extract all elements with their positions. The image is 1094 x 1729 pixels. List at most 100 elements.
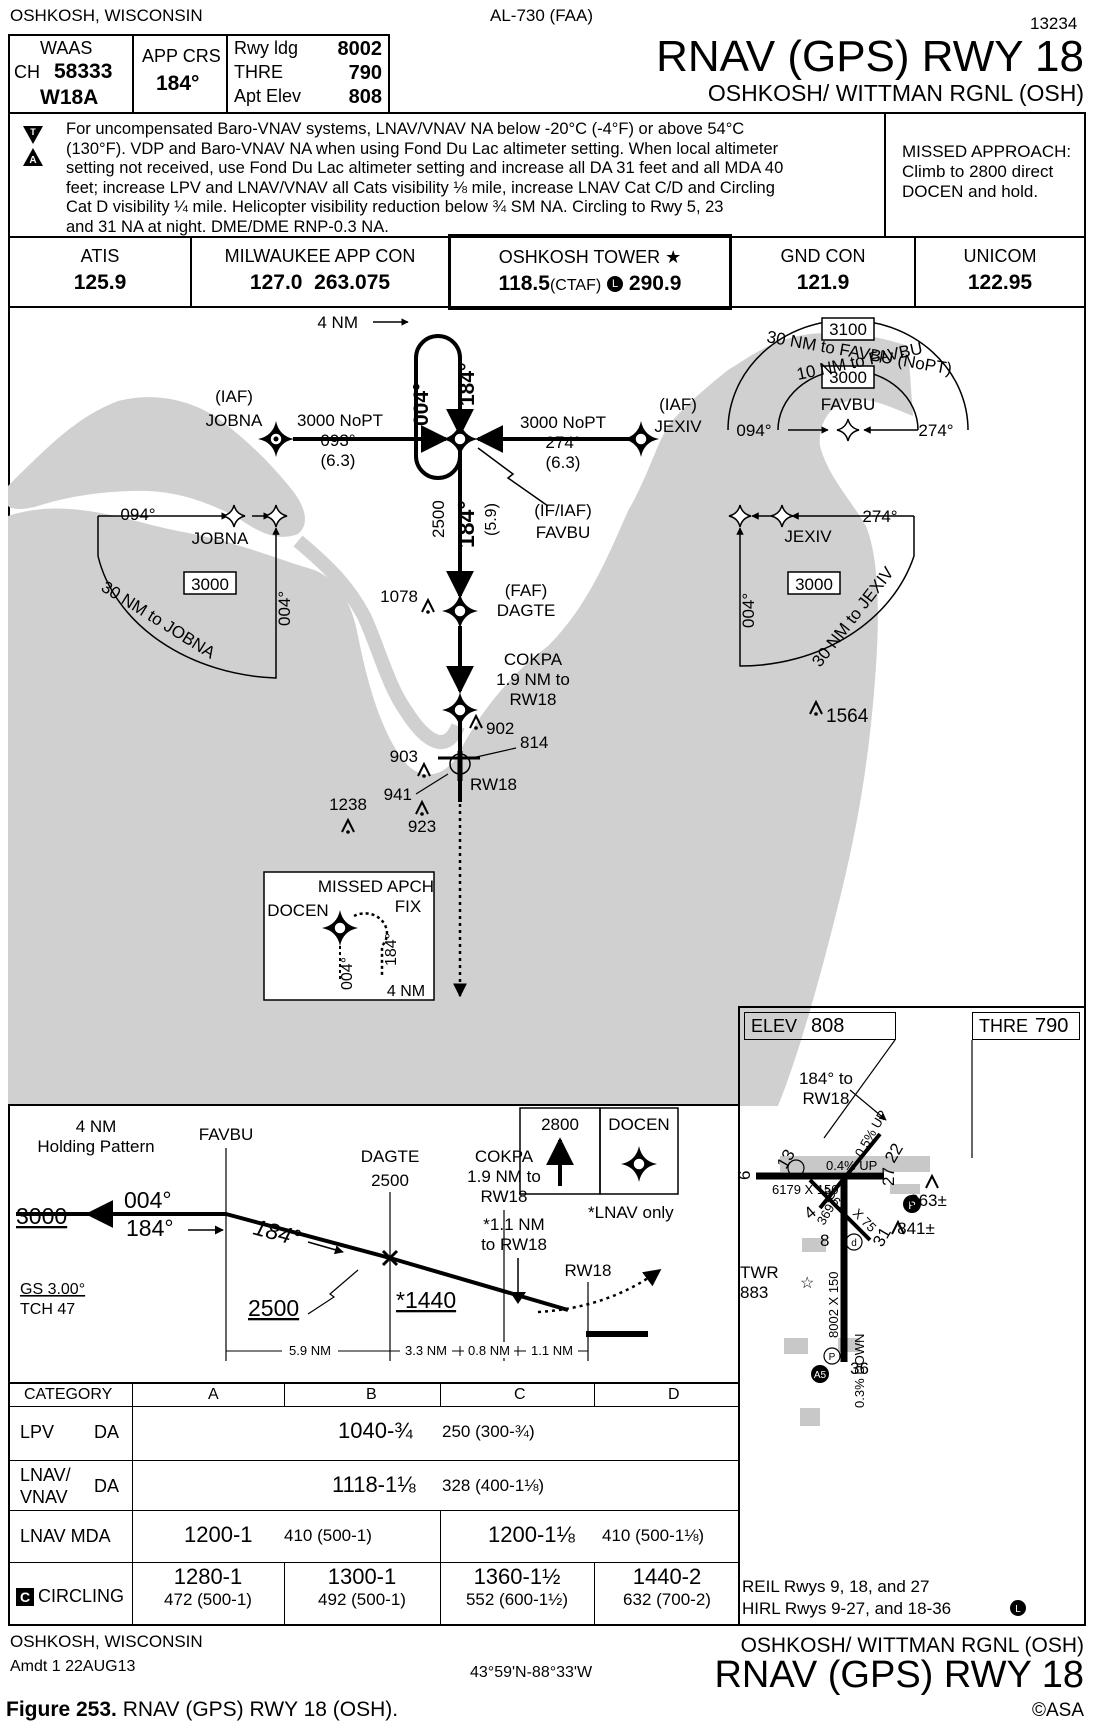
dist-33: 3.3 NM: [405, 1343, 447, 1358]
twr-elev: 883: [740, 1283, 768, 1302]
missed-docen: DOCEN: [267, 901, 328, 920]
ma-fix: DOCEN: [608, 1115, 669, 1134]
profile-alt-2500: 2500: [248, 1295, 299, 1321]
chart-number: 13234: [1030, 14, 1078, 33]
circling-hat: 492 (500-1): [318, 1590, 406, 1609]
profile-cokpa-1: COKPA: [475, 1147, 534, 1166]
cat-d: D: [668, 1386, 680, 1403]
cat-a: A: [208, 1386, 219, 1403]
cokpa-line1: COKPA: [504, 650, 563, 669]
rwy-8: 8: [820, 1231, 829, 1250]
missed-approach-divider: [884, 114, 886, 236]
obstacle-902: [469, 715, 483, 731]
taa-right-274: 274°: [862, 507, 897, 526]
taa-favbu-fix: FAVBU: [821, 395, 875, 414]
profile-crs-184-path: 184°: [251, 1214, 304, 1251]
notes-text: For uncompensated Baro-VNAV systems, LNA…: [66, 120, 896, 238]
taa-right-alt: 3000: [795, 575, 833, 594]
obs-902: 902: [486, 719, 514, 738]
hold-4nm: 4 NM: [317, 313, 358, 332]
svg-text:T: T: [30, 127, 36, 137]
dist-08: 0.8 NM: [468, 1343, 510, 1358]
footer-airport: OSHKOSH/ WITTMAN RGNL (OSH): [740, 1634, 1084, 1657]
cokpa-line2: 1.9 NM to: [496, 670, 570, 689]
missed-fix-line2: FIX: [395, 897, 421, 916]
circling-icon: C: [16, 1588, 34, 1606]
fix-favbu: [441, 420, 479, 458]
cat-b: B: [366, 1386, 377, 1403]
dagte-cross-icon: [381, 1249, 399, 1267]
profile-favbu: FAVBU: [199, 1125, 253, 1144]
note-line: For uncompensated Baro-VNAV systems, LNA…: [66, 120, 745, 138]
waas-id: W18A: [40, 86, 99, 109]
comm-freq: 118.5: [498, 272, 550, 295]
note-line: Cat D visibility ¼ mile. Helicopter visi…: [66, 198, 724, 217]
taa-right-004: 004°: [739, 593, 758, 628]
nopt-left: 3000 NoPT: [297, 411, 383, 430]
circling-value: 1300-1: [327, 1564, 397, 1589]
app-crs-box: APP CRS 184°: [132, 34, 228, 114]
taa-left-jobna: JOBNA: [192, 529, 249, 548]
comm-unicom: UNICOM 122.95: [916, 238, 1084, 306]
rwy-18-len: 8002 X 150: [826, 1271, 841, 1338]
missed-line: MISSED APPROACH:: [902, 142, 1072, 161]
comms-row: ATIS 125.9 MILWAUKEE APP CON 127.0 263.0…: [8, 234, 1086, 310]
cokpa-line3: RW18: [510, 690, 557, 709]
profile-lnav-only: *LNAV only: [588, 1203, 674, 1222]
river: [293, 535, 465, 749]
minimums-table: CATEGORY A B C D LPV DA 1040-¾ 250 (300-…: [8, 1382, 740, 1626]
jexiv-label: JEXIV: [654, 417, 702, 436]
dist-11: 1.1 NM: [531, 1343, 573, 1358]
dagte-label: DAGTE: [497, 601, 556, 620]
obs-923: 923: [408, 817, 436, 836]
rwy-27: 27: [879, 1167, 898, 1186]
circling-d: 1440-2 632 (700-2): [594, 1564, 740, 1610]
row-lnavvnav-type: DA: [94, 1476, 120, 1496]
page-title: RNAV (GPS) RWY 18: [656, 32, 1084, 81]
taa-left-alt: 3000: [191, 575, 229, 594]
note-line: setting not received, use Fond Du Lac al…: [66, 159, 784, 178]
apt-elev-value: 808: [348, 86, 382, 108]
taa-left: [97, 504, 288, 679]
jobna-label: JOBNA: [206, 411, 263, 430]
note-line: and 31 NA at night. DME/DME RNP-0.3 NA.: [66, 217, 389, 236]
apt-crs-1: 184° to: [799, 1069, 853, 1088]
profile-vdp-1: *1.1 NM: [483, 1215, 544, 1234]
comm-freq: 122.95: [967, 271, 1033, 294]
als-icon: [811, 1365, 829, 1383]
inset-4nm: 4 NM: [387, 983, 425, 1000]
final-crs-184: 184°: [453, 500, 479, 548]
obs-1238: 1238: [329, 795, 367, 814]
missed-approach-text: MISSED APPROACH: Climb to 2800 direct DO…: [902, 142, 1071, 202]
taa-favbu-3000: 3000: [829, 368, 867, 387]
taa-left-094: 094°: [120, 505, 155, 524]
taa-right-jexiv: JEXIV: [784, 527, 832, 546]
beacon-icon: [787, 1159, 805, 1177]
terminal-a-icon: T A: [23, 126, 43, 166]
airport-diagram: ELEV 808 THRE 790: [740, 1008, 1084, 1624]
obs-814: 814: [520, 733, 548, 752]
circling-value: 1440-2: [632, 1564, 702, 1589]
obstacle-1078: [421, 599, 435, 615]
thre-box: THRE 790: [972, 1012, 1080, 1040]
svg-text:A5: A5: [814, 1370, 827, 1381]
rwy-36: 36: [850, 1359, 869, 1378]
header-location: OSHKOSH, WISCONSIN: [10, 6, 203, 25]
profile-view: 4 NM Holding Pattern FAVBU DAGTE 2500 CO…: [16, 1107, 679, 1361]
profile-alt-3000: 3000: [16, 1203, 67, 1229]
circling-value: 1360-1½: [473, 1564, 561, 1589]
parking-icon-2: [823, 1347, 841, 1365]
row-lnavvnav-name: LNAV/ VNAV: [20, 1465, 71, 1507]
plan-view-procedure: 4 NM 184° 004° (IAF) JOBNA 3000 NoPT 093…: [97, 313, 969, 1001]
missed-fix-line1: MISSED APCH: [318, 877, 434, 896]
tower-freqs: 118.5(CTAF) L 290.9: [451, 272, 729, 296]
comm-freq: 125.9: [73, 271, 127, 294]
lights-2: HIRL Rwys 9-27, and 18-36: [742, 1599, 951, 1618]
dist-63-left: (6.3): [321, 451, 356, 470]
apt-up-04: 0.4% UP: [826, 1158, 877, 1173]
crs-274: 274°: [545, 433, 580, 452]
thre-label: THRE: [234, 62, 283, 82]
circling-c: 1360-1½ 552 (600-1½): [440, 1564, 594, 1610]
obstacle-icon: [925, 1173, 939, 1189]
nopt-right: 3000 NoPT: [520, 413, 606, 432]
